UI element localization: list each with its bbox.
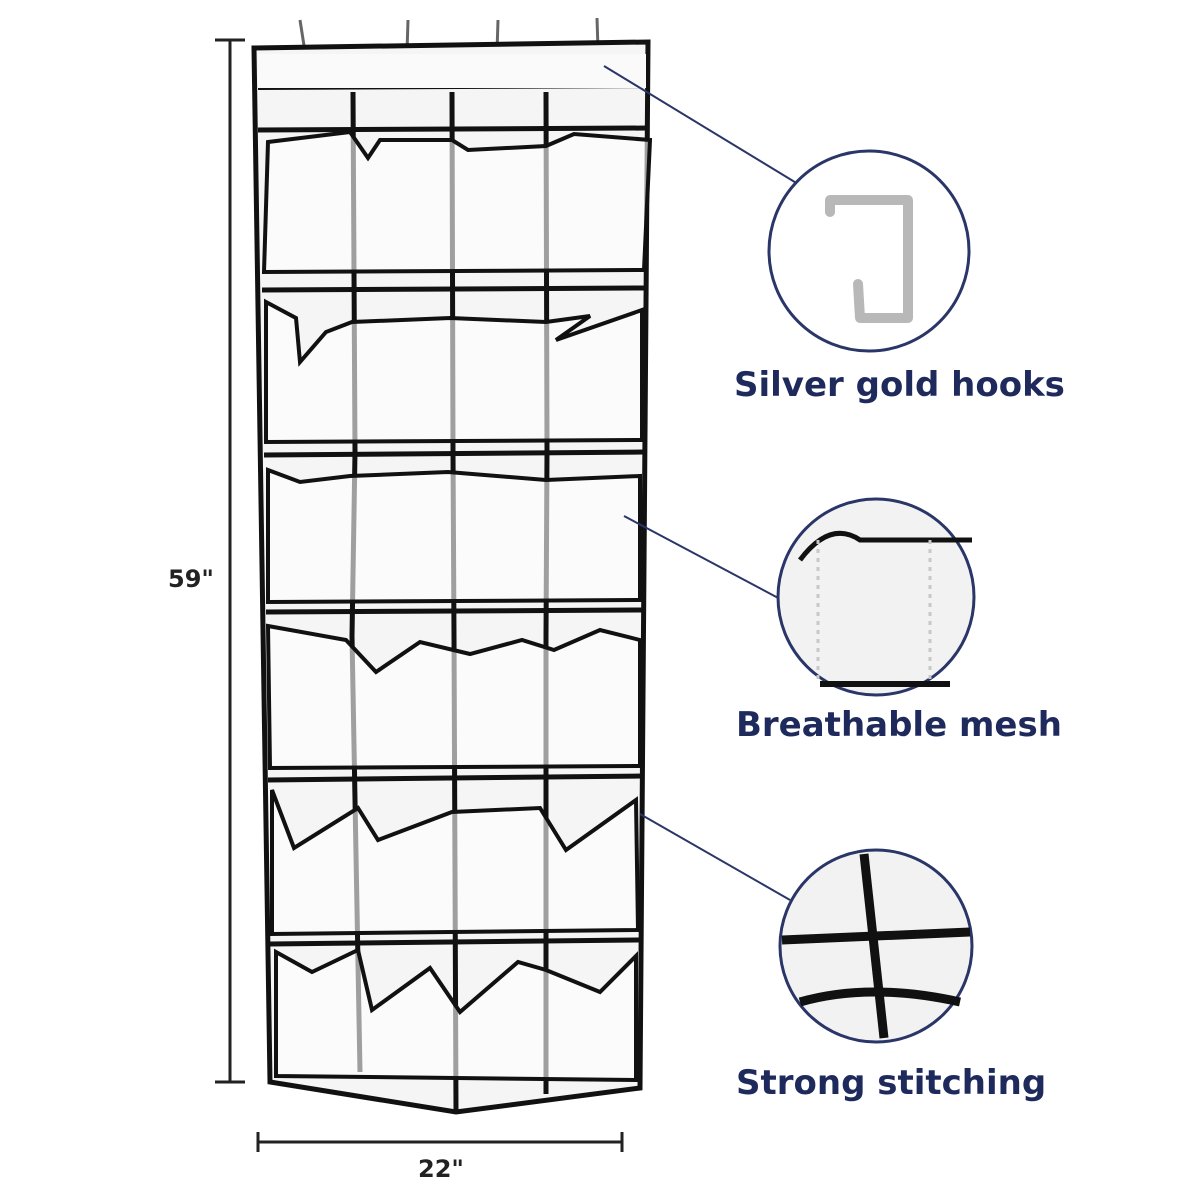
hook-callout: [767, 149, 971, 353]
width-dimension: [256, 1132, 624, 1152]
mesh-callout: [776, 497, 976, 697]
height-dimension: [215, 38, 245, 1084]
width-label: 22": [418, 1155, 464, 1183]
stitching-icon: [781, 853, 971, 1039]
feature-label-stitching: Strong stitching: [736, 1063, 1047, 1103]
shoe-organizer: [251, 39, 653, 1115]
mesh-icon: [798, 530, 972, 687]
hook-icon: [825, 195, 913, 323]
feature-label-mesh: Breathable mesh: [736, 705, 1062, 745]
height-label: 59": [168, 565, 214, 593]
callout-lines: [603, 65, 799, 901]
feature-label-hooks: Silver gold hooks: [734, 365, 1065, 405]
stitching-callout: [778, 848, 974, 1044]
